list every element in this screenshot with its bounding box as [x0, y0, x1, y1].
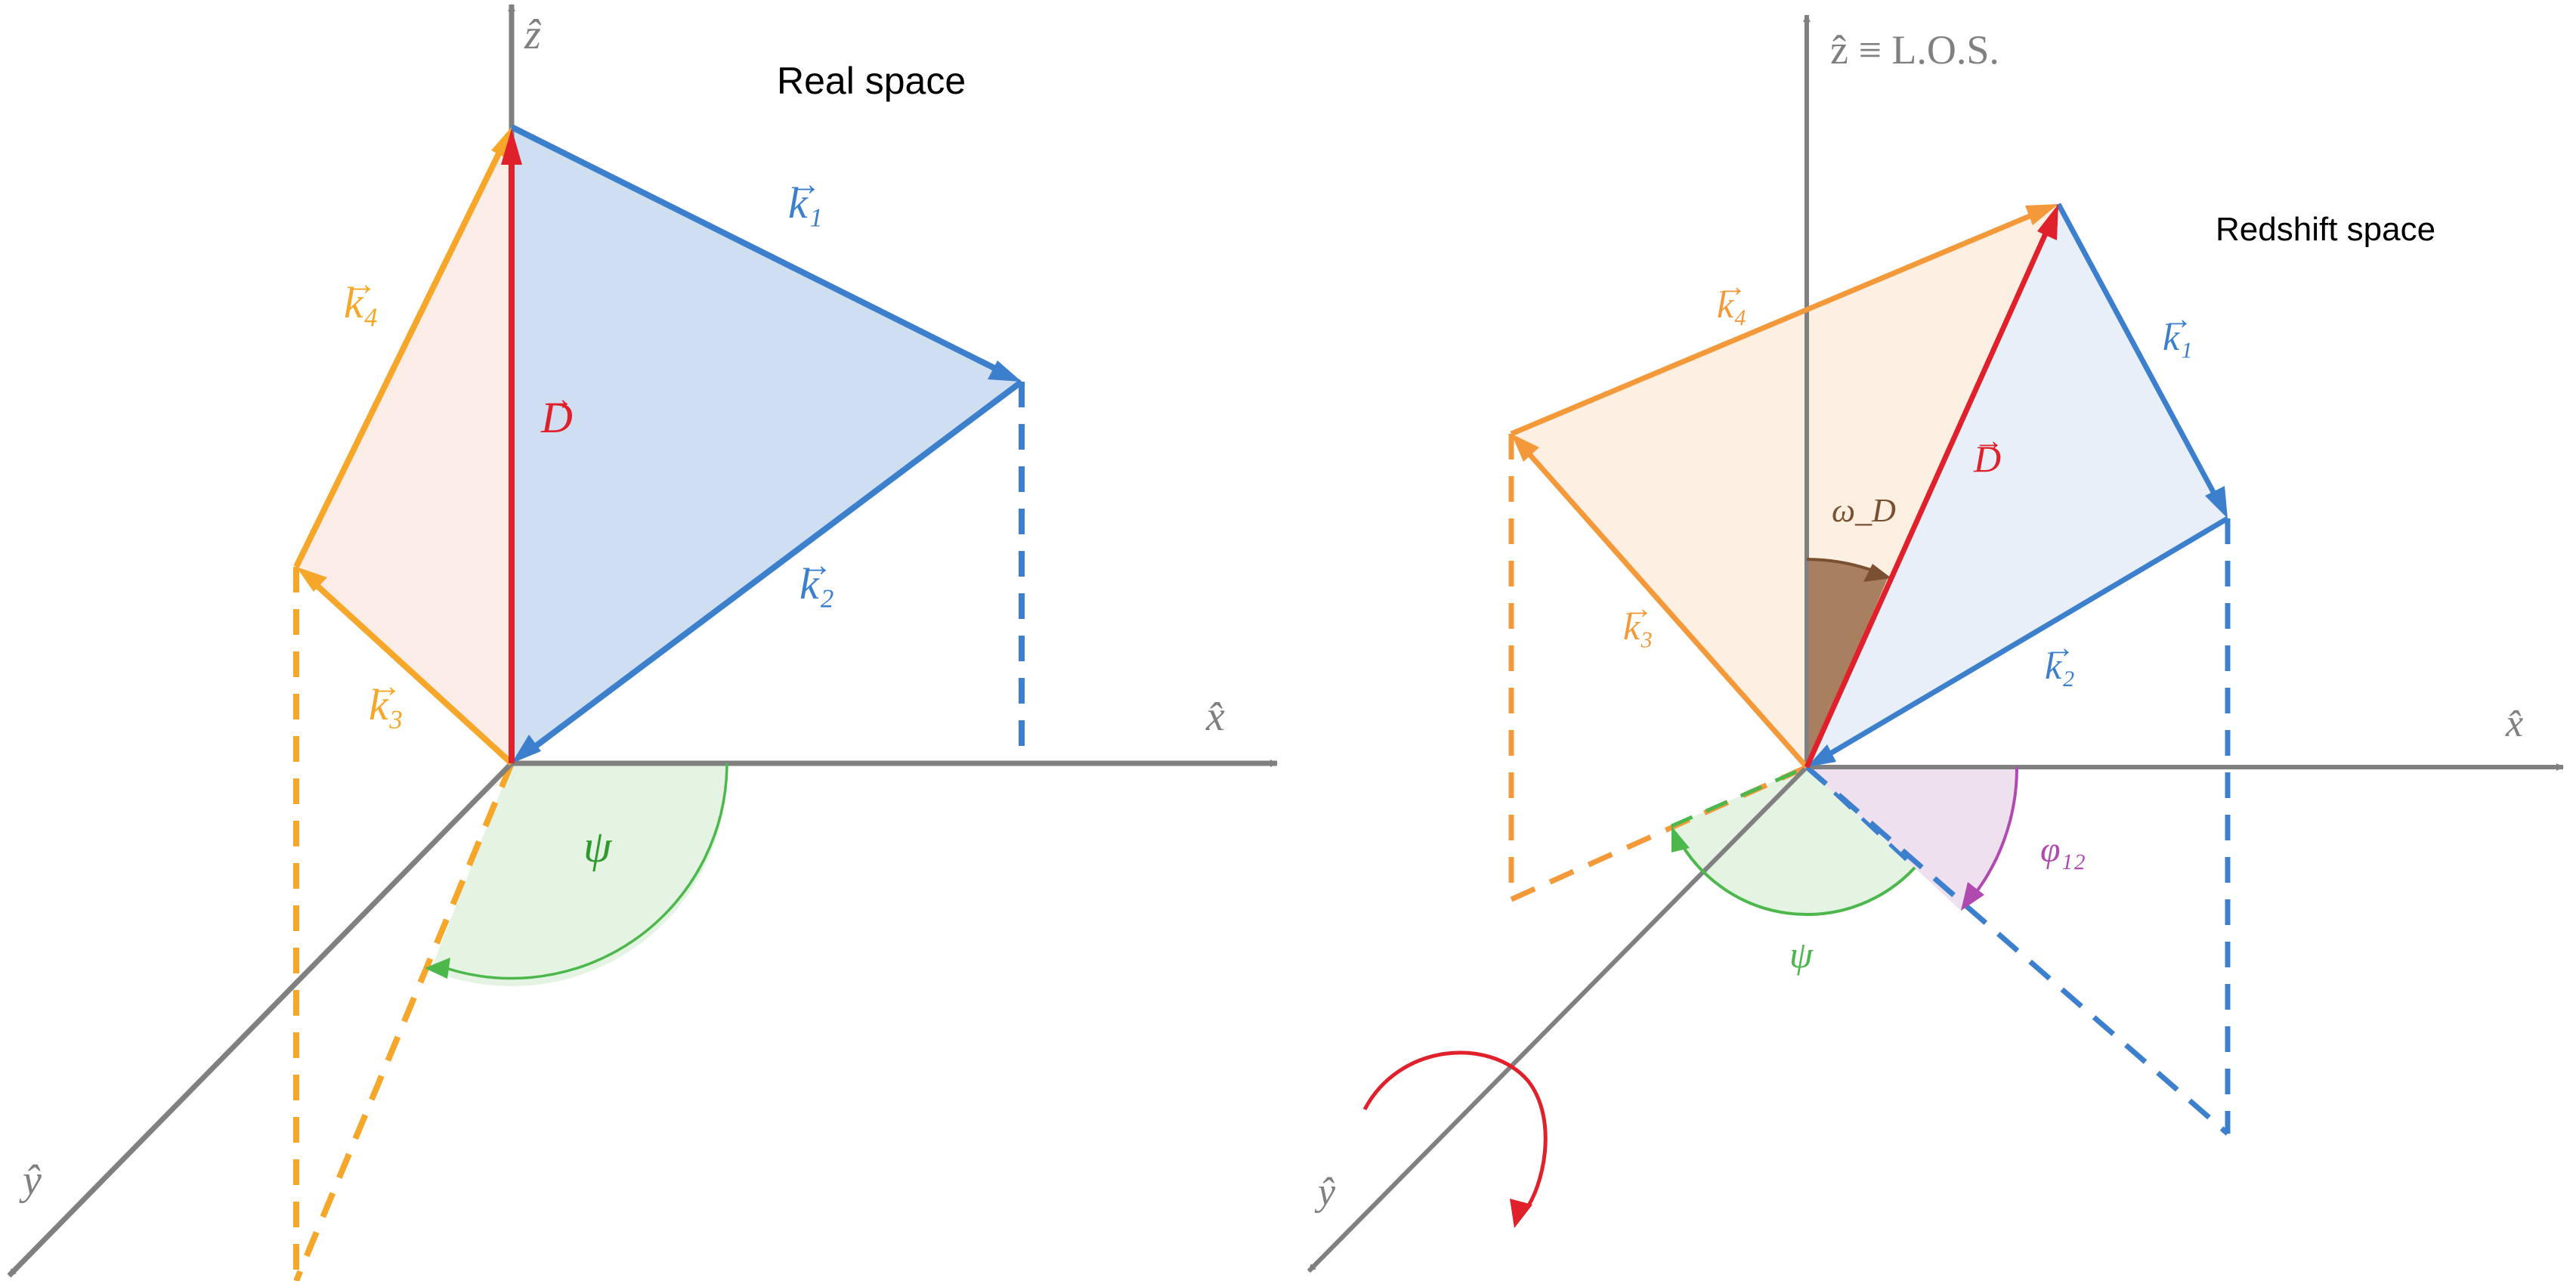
right-k2-vector — [1821, 515, 2229, 761]
rotation-arrowhead — [1510, 1199, 1532, 1228]
rotation-arrow — [1362, 1050, 1548, 1214]
left-k3-label: → k₃ — [369, 667, 404, 729]
left-psi-sector — [431, 763, 728, 986]
left-y-axis — [7, 761, 514, 1278]
right-D-label: → D — [1973, 423, 2004, 480]
right-y-axis — [1307, 765, 1809, 1273]
k2-text: k₂ — [799, 559, 834, 608]
right-phi12-sector — [1807, 767, 2018, 911]
right-psi-sector — [1671, 767, 1915, 915]
right-k1-arrowhead — [2205, 486, 2228, 518]
right-omegaD-label: ω_D — [1832, 492, 1896, 529]
right-k2-projection-diagonal — [1804, 765, 2230, 1136]
right-phi-dash-overlay — [1805, 766, 1916, 869]
left-D-label: → D — [540, 380, 574, 442]
left-k1-label: → k₁ — [788, 166, 823, 227]
k2-text: k₂ — [2045, 645, 2075, 687]
right-k2-arrowhead — [1807, 744, 1836, 767]
right-k2-label: → k₂ — [2045, 630, 2075, 687]
vector-mark: → — [1717, 269, 1747, 303]
right-omega-arrowhead — [1863, 564, 1891, 582]
vector-mark: → — [799, 546, 833, 583]
right-D-vector — [1804, 224, 2052, 769]
k1-text: k₁ — [2163, 316, 2193, 358]
left-k2-vector — [527, 379, 1024, 754]
right-k4-vector — [1510, 209, 2042, 437]
vector-mark: → — [1623, 591, 1653, 625]
right-k1-vector — [2055, 203, 2222, 503]
D-text: D — [540, 393, 573, 442]
left-k1-arrowhead — [988, 360, 1022, 382]
left-z-axis-label: ẑ — [524, 11, 542, 58]
left-psi-label: ψ — [583, 822, 613, 871]
left-k2-arrowhead — [512, 735, 541, 763]
left-x-axis-label: x̂ — [1205, 693, 1225, 740]
vector-mark: → — [344, 265, 377, 302]
right-k1-label: → k₁ — [2163, 302, 2193, 358]
left-panel-title: Real space — [777, 60, 966, 102]
left-k3-vector — [309, 578, 514, 766]
right-k3-vector — [1521, 445, 1809, 769]
vector-mark: → — [541, 380, 574, 417]
right-psi-arc — [1676, 837, 1916, 916]
right-panel-redshift-space: Redshift space ẑ ≡ L.O.S. x̂ ŷ → k₁ → k₂… — [1307, 14, 2564, 1273]
right-D-arrowhead — [2037, 204, 2058, 240]
vector-mark: → — [369, 667, 402, 704]
right-phi12-arrowhead — [1961, 882, 1984, 911]
right-k4-arrowhead — [2025, 204, 2058, 225]
right-k1-k2-plane — [1807, 204, 2228, 767]
right-panel-title: Redshift space — [2216, 211, 2435, 248]
right-k3-k4-plane — [1511, 204, 2058, 767]
left-k4-label: → k₄ — [344, 265, 379, 327]
k4-text: k₄ — [1717, 283, 1747, 326]
right-phi12-label: φ₁₂ — [2040, 830, 2086, 870]
right-psi-label: ψ — [1789, 933, 1814, 976]
left-k3-k4-plane — [296, 127, 512, 763]
left-k4-vector — [293, 144, 506, 568]
right-z-axis-label: ẑ ≡ L.O.S. — [1830, 27, 1999, 73]
k3-text: k₃ — [1623, 605, 1653, 648]
left-k3-arrowhead — [296, 567, 327, 592]
right-phi12-arc — [1965, 766, 2019, 905]
D-text: D — [1973, 438, 2001, 480]
right-k3-label: → k₃ — [1623, 591, 1653, 648]
left-k2-label: → k₂ — [799, 546, 834, 608]
left-psi-arrowhead — [425, 958, 450, 979]
k1-text: k₁ — [788, 178, 823, 227]
right-y-axis-label: ŷ — [1314, 1171, 1336, 1214]
left-panel-real-space: Real space ẑ x̂ ŷ → k₁ → k₂ → k₃ → k₄ → … — [7, 4, 1278, 1281]
left-D-arrowhead — [501, 128, 522, 165]
vector-mark: → — [2045, 630, 2075, 664]
right-psi-dash-overlay — [1671, 765, 1808, 828]
right-k4-label: → k₄ — [1717, 269, 1747, 326]
right-psi-arrowhead — [1671, 826, 1690, 852]
left-k3-projection-diagonal — [293, 762, 515, 1281]
right-x-axis-label: x̂ — [2505, 702, 2523, 745]
left-y-axis-label: ŷ — [19, 1157, 42, 1204]
k3-text: k₃ — [369, 680, 404, 729]
left-k1-vector — [510, 124, 1003, 375]
vector-mark: → — [788, 166, 821, 203]
right-k3-arrowhead — [1511, 434, 1539, 462]
left-k1-k2-plane — [512, 127, 1022, 763]
k4-text: k₄ — [344, 278, 379, 327]
vector-mark: → — [1974, 423, 2004, 457]
vector-mark: → — [2163, 302, 2193, 336]
left-psi-arc — [434, 763, 728, 980]
